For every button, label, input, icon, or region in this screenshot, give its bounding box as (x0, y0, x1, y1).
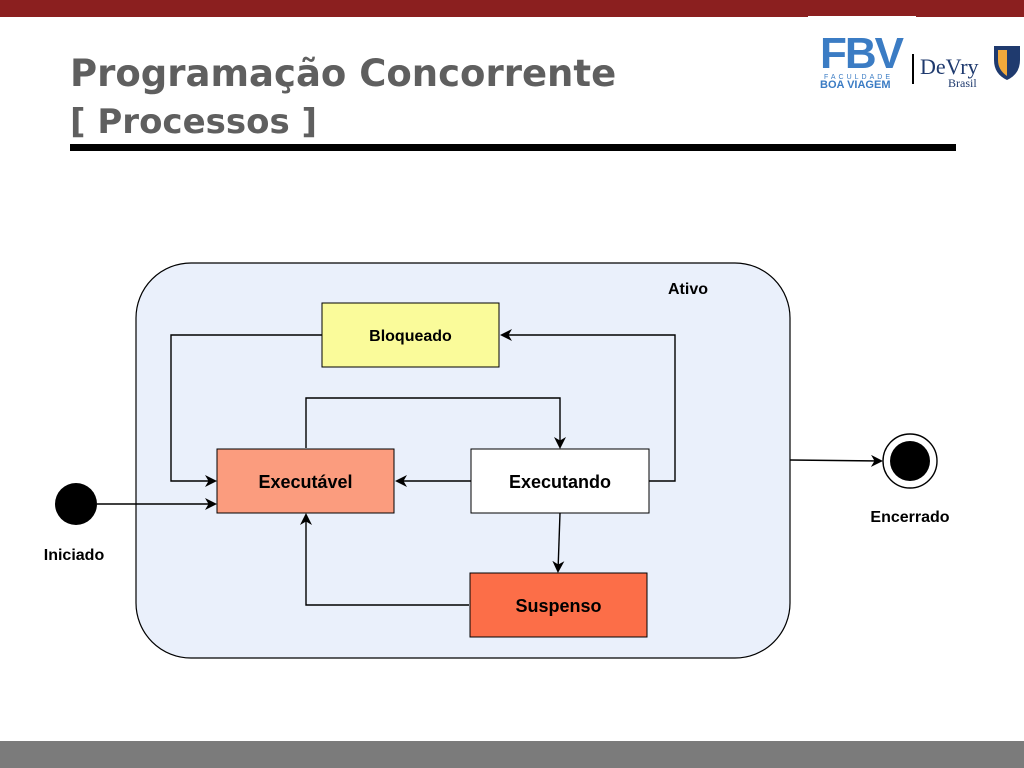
active-state-label: Ativo (668, 281, 708, 298)
fbv-logo-name: BOA VIAGEM (820, 79, 891, 91)
final-state-label: Encerrado (870, 509, 949, 526)
transitions (97, 329, 883, 606)
devry-logo-name: DeVry (920, 54, 979, 79)
arrow-ativo-to-encerrado (789, 454, 883, 467)
arrow-executando-to-bloqueado (500, 329, 676, 482)
devry-shield-icon (994, 46, 1020, 80)
state-suspenso: Suspenso (469, 572, 648, 638)
arrow-executavel-to-executando (305, 397, 566, 449)
state-bloqueado-label: Bloqueado (369, 328, 452, 345)
state-executando: Executando (470, 448, 650, 514)
bottom-bar (0, 741, 1024, 768)
final-state-node (882, 433, 938, 489)
slide-subtitle: [ Processos ] (70, 102, 318, 142)
initial-state-node (55, 483, 97, 525)
state-executavel: Executável (216, 448, 395, 514)
top-accent-bar (0, 0, 1024, 17)
arrow-executando-to-suspenso (552, 512, 565, 573)
initial-state-label: Iniciado (44, 547, 105, 564)
state-executavel-label: Executável (258, 472, 352, 492)
institution-logo: FBV FACULDADE BOA VIAGEM DeVry Brasil (808, 16, 1020, 94)
arrow-bloqueado-to-executavel (170, 334, 322, 487)
state-executando-label: Executando (509, 472, 611, 492)
state-bloqueado: Bloqueado (321, 302, 500, 368)
title-underline (70, 144, 956, 151)
devry-logo-country: Brasil (948, 76, 977, 90)
fbv-logo-mark: FBV (820, 29, 905, 78)
fbv-logo-small: FACULDADE (824, 74, 893, 81)
slide-title: Programação Concorrente (70, 52, 617, 95)
state-suspenso-label: Suspenso (515, 596, 601, 616)
arrow-suspenso-to-executavel (300, 513, 469, 606)
